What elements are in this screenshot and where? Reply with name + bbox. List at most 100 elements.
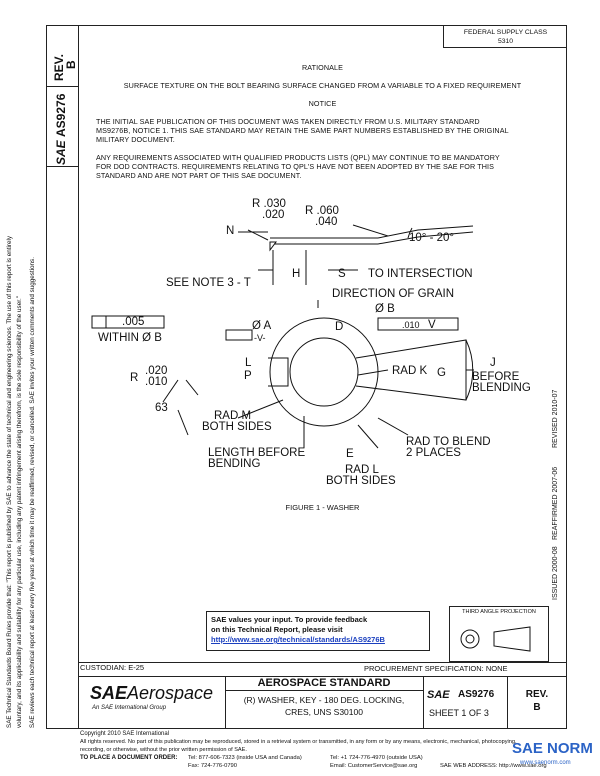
doc-number: AS9276 xyxy=(458,689,495,700)
feedback-line-1: SAE values your input. To provide feedba… xyxy=(211,615,368,624)
h-label: H xyxy=(292,268,301,280)
angle-label: 10° - 20° xyxy=(409,232,455,244)
reaffirmed-date: REAFFIRMED 2007-06 xyxy=(552,466,559,540)
flatness-frame xyxy=(91,315,165,329)
figure-caption: FIGURE 1 - WASHER xyxy=(285,503,360,512)
projection-symbol xyxy=(460,626,531,652)
rev-label: REV. xyxy=(525,689,549,700)
revised-date: REVISED 2010-07 xyxy=(552,389,559,448)
position-tol: .010 xyxy=(402,320,420,330)
fsc-label: FEDERAL SUPPLY CLASS xyxy=(463,29,548,36)
both-sides-1: BOTH SIDES xyxy=(202,421,272,433)
p-label: P xyxy=(244,370,252,382)
flatness-value: .005 xyxy=(122,316,145,328)
notice-heading: NOTICE xyxy=(308,99,337,108)
issued-date: ISSUED 2000-08 xyxy=(552,546,559,600)
feedback-line-2: on this Technical Report, please visit xyxy=(211,625,343,634)
see-note-label: SEE NOTE 3 - T xyxy=(166,277,251,289)
desc-line-1: (R) WASHER, KEY - 180 DEG. LOCKING, xyxy=(243,695,405,705)
rationale-body: SURFACE TEXTURE ON THE BOLT BEARING SURF… xyxy=(123,81,522,90)
fsc-value: 5310 xyxy=(497,38,514,45)
watermark-sub: www.saenorm.com xyxy=(520,760,571,766)
direction-of-grain-label: DIRECTION OF GRAIN xyxy=(332,288,455,300)
radblend-leader xyxy=(377,417,409,436)
watermark: SAE NORM xyxy=(512,740,593,757)
doc-number-box-left: SAE AS9276 xyxy=(46,87,79,167)
rad-l-label: RAD L xyxy=(345,464,379,476)
rev-value: B xyxy=(533,702,541,713)
r3-values: .020 .010 xyxy=(145,365,168,388)
rad-k-label: RAD K xyxy=(392,365,428,377)
washer-drawing xyxy=(91,224,474,449)
order-label: TO PLACE A DOCUMENT ORDER: xyxy=(80,755,178,761)
rad-blend-label: RAD TO BLEND xyxy=(406,436,491,448)
l-label: L xyxy=(245,357,252,369)
tel: Tel: 877-606-7323 (inside USA and Canada… xyxy=(188,755,302,761)
within-label: WITHIN Ø B xyxy=(98,332,162,344)
before-label: BEFORE xyxy=(472,371,520,383)
blending-label: BLENDING xyxy=(472,382,531,394)
third-angle-label: THIRD ANGLE PROJECTION xyxy=(462,609,536,615)
feedback-box: SAE values your input. To provide feedba… xyxy=(206,611,430,651)
to-intersection-label: TO INTERSECTION xyxy=(368,268,473,280)
feedback-link[interactable]: http://www.sae.org/technical/standards/A… xyxy=(211,635,385,644)
n-label: N xyxy=(226,225,235,237)
profile-bend-top xyxy=(377,225,474,239)
two-places-label: 2 PLACES xyxy=(406,447,461,459)
r060-label: R .060 .040 xyxy=(305,205,339,228)
rev-box-left: REV. B xyxy=(46,25,79,87)
web: SAE WEB ADDRESS: http://www.sae.org xyxy=(440,763,547,769)
datum-v-frame xyxy=(225,329,253,341)
dia-a-label: Ø A xyxy=(252,320,272,332)
fax: Fax: 724-776-0790 xyxy=(188,763,237,769)
sae-small-logo: SAE xyxy=(427,689,450,701)
washer-outer xyxy=(269,317,379,427)
v-ref: V xyxy=(428,319,436,331)
third-angle-box: THIRD ANGLE PROJECTION xyxy=(449,606,549,662)
dim-63: 63 xyxy=(155,402,168,414)
e-label: E xyxy=(346,448,354,460)
rights-1: All rights reserved. No part of this pub… xyxy=(80,739,517,745)
angle-arc xyxy=(407,227,413,239)
r020-curve xyxy=(185,379,199,396)
rad-m-label: RAD M xyxy=(214,410,252,422)
doc-number-left: AS9276 xyxy=(54,93,68,137)
left-column xyxy=(46,25,79,729)
dia-b-label: Ø B xyxy=(375,303,395,315)
radk-leader xyxy=(357,369,389,376)
radl-leader xyxy=(357,424,379,449)
custodian: CUSTODIAN: E-25 xyxy=(80,663,145,672)
g-label: G xyxy=(437,367,446,379)
desc-line-2: CRES, UNS S30100 xyxy=(285,707,363,717)
d-label: D xyxy=(335,321,344,333)
sheet-label: SHEET 1 OF 3 xyxy=(429,708,489,718)
copyright: Copyright 2010 SAE International xyxy=(80,731,170,737)
rationale-heading: RATIONALE xyxy=(301,63,344,72)
procurement: PROCUREMENT SPECIFICATION: NONE xyxy=(364,664,508,673)
fsc-box: FEDERAL SUPPLY CLASS 5310 xyxy=(443,25,567,48)
position-frame xyxy=(377,317,459,331)
disclaimer-line-1: SAE Technical Standards Board Rules prov… xyxy=(6,235,13,728)
disclaimer-line-2: voluntary, and its applicability and sui… xyxy=(16,296,23,728)
r030-label: R .030 .020 xyxy=(252,198,286,221)
disclaimer-line-3: SAE reviews each technical report at lea… xyxy=(29,257,36,728)
notice-para-2: ANY REQUIREMENTS ASSOCIATED WITH QUALIFI… xyxy=(96,153,500,180)
washer-inner xyxy=(289,337,359,407)
logo-sub: An SAE International Group xyxy=(92,705,167,711)
main-frame xyxy=(78,25,567,729)
sae-logo-left: SAE xyxy=(54,140,68,165)
r060-leader xyxy=(352,224,389,237)
j-label: J xyxy=(490,357,496,369)
datum-v-label: -V- xyxy=(254,333,266,343)
standard-title: AEROSPACE STANDARD xyxy=(257,677,391,689)
dim63-leader xyxy=(177,409,189,436)
rights-2: recording, or otherwise, without the pri… xyxy=(80,747,247,753)
length-before-label: LENGTH BEFORE xyxy=(208,447,306,459)
r3-prefix: R xyxy=(130,372,139,384)
r020-leader xyxy=(162,379,179,403)
rev-value-left: B xyxy=(64,60,78,69)
bending-label: BENDING xyxy=(208,458,261,470)
radm-leader xyxy=(237,399,284,419)
profile-bend-bottom xyxy=(377,231,474,245)
tel-2: Tel: +1 724-776-4970 (outside USA) xyxy=(330,755,423,761)
